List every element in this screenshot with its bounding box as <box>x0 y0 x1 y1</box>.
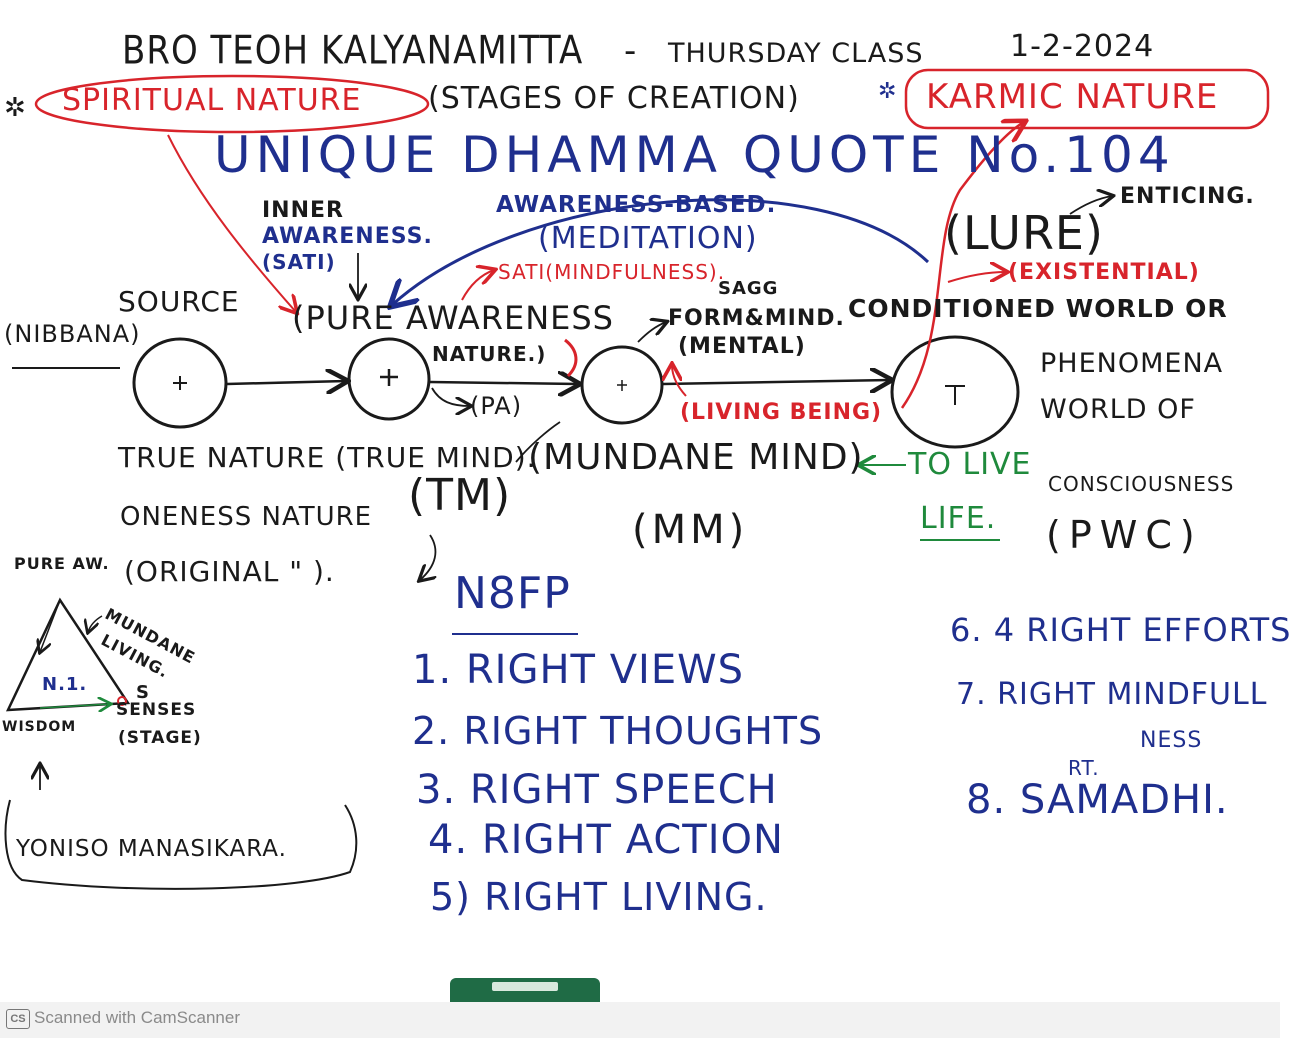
karmic-arrow <box>900 122 1024 409</box>
camscanner-watermark: Scanned with CamScanner <box>34 1008 241 1027</box>
sati-mindfulness-label: SATI(MINDFULNESS). <box>498 260 726 284</box>
original-label: (ORIGINAL " ). <box>124 555 335 588</box>
spiritual-star-icon: ✲ <box>4 93 26 123</box>
class-date: 1-2-2024 <box>1010 29 1155 64</box>
pure-nature-label: NATURE.) <box>432 342 547 366</box>
path-item-1: 1. RIGHT VIEWS <box>412 647 745 693</box>
form-mind-arrow <box>637 322 666 343</box>
enticing-arrow <box>1069 196 1112 215</box>
teacher-title: BRO TEOH KALYANAMITTA <box>122 28 584 74</box>
to-live-label: TO LIVE <box>908 447 1032 482</box>
living-being-arrow <box>672 365 687 397</box>
nibbana-label: (NIBBANA) <box>4 320 141 348</box>
source-label: SOURCE <box>118 285 240 318</box>
mm-label: (MM) <box>632 507 749 553</box>
karmic-star-icon: ✲ <box>878 79 896 104</box>
mundane-mind-label: (MUNDANE MIND) <box>528 437 864 478</box>
sagg-label: SAGG <box>718 278 779 299</box>
pwc-label: (PWC) <box>1046 513 1203 557</box>
whiteboard-eraser <box>450 978 600 1004</box>
sati-arrow <box>461 270 494 301</box>
path-item-3: 3. RIGHT SPEECH <box>416 767 778 813</box>
path-item-6: 6. 4 RIGHT EFFORTS <box>950 611 1291 649</box>
tm-label: (TM) <box>408 470 512 521</box>
flow-arrow-1 <box>226 381 346 384</box>
karmic-nature-label: KARMIC NATURE <box>926 77 1219 117</box>
spiritual-nature-oval <box>34 74 430 134</box>
stage-circle-source <box>132 337 228 429</box>
path-item-4: 4. RIGHT ACTION <box>428 817 784 863</box>
conditioned-world-label: CONDITIONED WORLD OR <box>848 294 1228 323</box>
meditation-arc <box>392 198 930 305</box>
spiritual-nature-label: SPIRITUAL NATURE <box>62 83 362 118</box>
eraser-label-icon <box>492 982 558 991</box>
inner-awareness-line1: INNER <box>262 198 344 223</box>
meditation-label: (MEDITATION) <box>538 221 758 256</box>
stage-circle-pure-awareness <box>347 337 431 421</box>
world-of-label: WORLD OF <box>1040 394 1196 425</box>
path-item-7-suffix: NESS <box>1140 728 1203 753</box>
path-item-8-prefix: RT. <box>1068 756 1100 780</box>
mundane-mind-arrow <box>515 421 561 463</box>
camscanner-logo-icon: CS <box>6 1009 30 1029</box>
pure-awareness-label: (PURE AWARENESS <box>292 299 614 337</box>
pa-arrow <box>431 387 470 406</box>
n8fp-heading: N8FP <box>454 568 571 619</box>
life-label: LIFE. <box>920 501 997 536</box>
triangle-diagram <box>4 597 358 890</box>
true-nature-label: TRUE NATURE (TRUE MIND). <box>118 441 537 474</box>
form-mind-label: FORM&MIND. <box>668 306 845 331</box>
original-arrow <box>420 534 435 580</box>
stages-of-creation: (STAGES OF CREATION) <box>428 81 800 116</box>
title-dash: - <box>624 31 638 71</box>
phenomena-label: PHENOMENA <box>1040 348 1224 379</box>
path-item-2: 2. RIGHT THOUGHTS <box>412 709 824 753</box>
triangle-wisdom-label: WISDOM <box>2 719 77 735</box>
path-item-7: 7. RIGHT MINDFULL <box>956 677 1268 712</box>
flow-arrow-3 <box>662 380 890 384</box>
triangle-senses-label: SENSES <box>116 700 197 720</box>
lure-label: (LURE) <box>944 206 1104 260</box>
existential-label: (EXISTENTIAL) <box>1008 260 1200 285</box>
path-item-8: 8. SAMADHI. <box>966 777 1229 823</box>
pa-label: (PA) <box>470 392 523 420</box>
triangle-s-label: S <box>136 682 150 703</box>
flow-arrow-2 <box>429 382 578 384</box>
inner-awareness-line2: AWARENESS. <box>262 224 433 249</box>
class-name: THURSDAY CLASS <box>668 38 924 69</box>
triangle-pure-aw-label: PURE AW. <box>14 554 110 573</box>
scanner-footer <box>0 1002 1280 1038</box>
consciousness-label: CONSCIOUSNESS <box>1048 472 1235 496</box>
quote-title: UNIQUE DHAMMA QUOTE No.104 <box>214 126 1175 184</box>
karmic-nature-box <box>904 68 1270 130</box>
pure-nature-bracket <box>564 338 578 378</box>
awareness-based-label: AWARENESS-BASED. <box>496 192 777 218</box>
enticing-label: ENTICING. <box>1120 184 1255 209</box>
yoniso-manasikara-label: YONISO MANASIKARA. <box>16 836 287 862</box>
path-item-5: 5) RIGHT LIVING. <box>430 875 768 919</box>
mental-label: (MENTAL) <box>678 334 806 359</box>
triangle-stage-label: (STAGE) <box>118 728 202 748</box>
existential-arrow <box>947 272 1006 283</box>
spiritual-arrow <box>167 134 296 312</box>
stage-circle-form-mind <box>580 345 664 425</box>
oneness-nature-label: ONENESS NATURE <box>120 502 373 532</box>
living-being-label: (LIVING BEING) <box>680 400 883 425</box>
triangle-n1-label: N.1. <box>42 674 88 695</box>
inner-awareness-line3: (SATI) <box>262 250 336 274</box>
